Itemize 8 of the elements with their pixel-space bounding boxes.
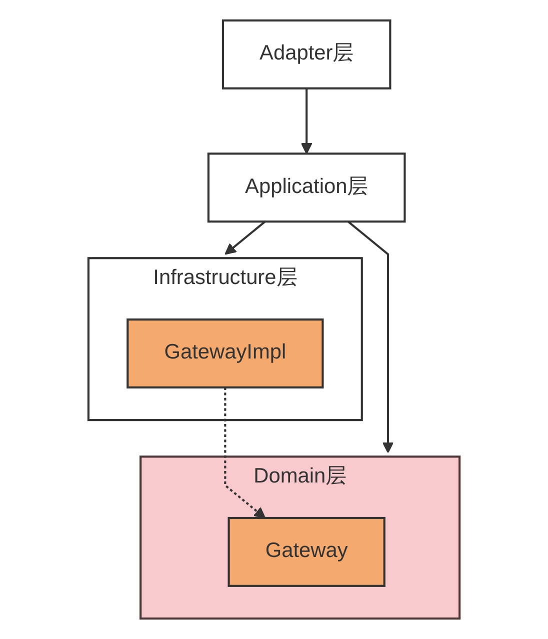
arrow — [300, 88, 312, 154]
node-box: Adapter层 — [222, 19, 392, 90]
arrow — [347, 220, 394, 454]
arrow — [224, 387, 266, 519]
arrow — [224, 220, 266, 255]
node-box: GatewayImpl — [126, 318, 324, 388]
node-box: Application层 — [207, 152, 406, 223]
node-box: Gateway — [228, 516, 386, 587]
